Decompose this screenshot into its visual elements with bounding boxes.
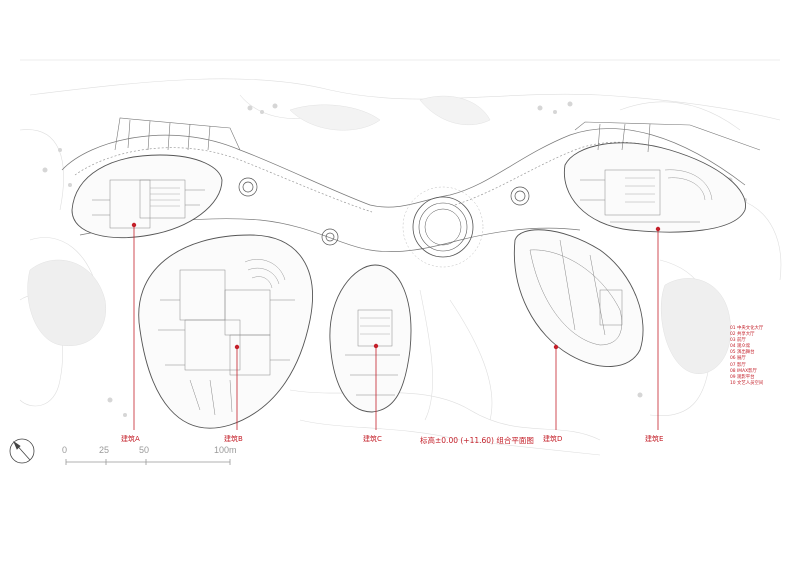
leader-dot-c xyxy=(373,343,379,349)
building-e-label: 建筑E xyxy=(645,435,664,443)
building-c-label: 建筑C xyxy=(363,435,382,443)
building-a-interior xyxy=(92,179,205,229)
legend-item: 03 前厅 xyxy=(730,338,746,344)
leader-dot-d xyxy=(553,344,559,350)
legend-item: 01 中央文化大厅 xyxy=(730,326,764,331)
drawing-title: 标高±0.00 (+11.60) 组合平面图 xyxy=(420,436,534,445)
building-leaders xyxy=(131,222,661,430)
legend-item: 02 共享大厅 xyxy=(730,332,755,338)
legend-item: 07 影厅 xyxy=(730,362,746,368)
scale-tick-50: 50 xyxy=(139,445,150,455)
building-c-outline xyxy=(329,264,412,413)
central-rotunda xyxy=(402,186,484,268)
legend-item: 10 文艺人员空间 xyxy=(730,380,764,386)
building-e-interior xyxy=(580,169,713,223)
leader-dot-a xyxy=(131,222,137,228)
building-d-interior xyxy=(529,239,623,346)
leader-dot-e xyxy=(655,226,661,232)
scale-tick-25: 25 xyxy=(99,445,110,455)
building-a-label: 建筑A xyxy=(121,435,140,443)
building-e-outline xyxy=(563,142,746,233)
building-a-outline xyxy=(71,154,223,238)
light-wells xyxy=(238,177,530,246)
building-b-interior xyxy=(158,259,295,416)
legend-item: 09 观影平台 xyxy=(730,374,755,380)
legend-item: 05 演出舞台 xyxy=(730,350,755,356)
legend-item: 04 观众席 xyxy=(730,344,751,350)
building-b-label: 建筑B xyxy=(224,435,243,443)
building-b-outline xyxy=(138,234,313,429)
north-arrow-icon xyxy=(9,438,35,464)
scale-tick-0: 0 xyxy=(62,445,68,455)
scale-bar xyxy=(65,459,231,465)
legend-item: 06 展厅 xyxy=(730,356,746,362)
room-legend: 01 中央文化大厅 02 共享大厅 03 前厅 04 观众席 05 演出舞台 0… xyxy=(730,326,763,387)
building-d-label: 建筑D xyxy=(543,435,563,443)
leader-dot-b xyxy=(234,344,240,350)
terrain-contours xyxy=(27,95,731,374)
building-e-north-wing xyxy=(574,121,761,153)
legend-item: 08 IMAX影厅 xyxy=(730,368,757,374)
building-d-outline xyxy=(513,229,644,367)
building-a-north-wing xyxy=(114,117,241,151)
site-context xyxy=(19,59,782,456)
scale-tick-100m: 100m xyxy=(214,445,237,455)
